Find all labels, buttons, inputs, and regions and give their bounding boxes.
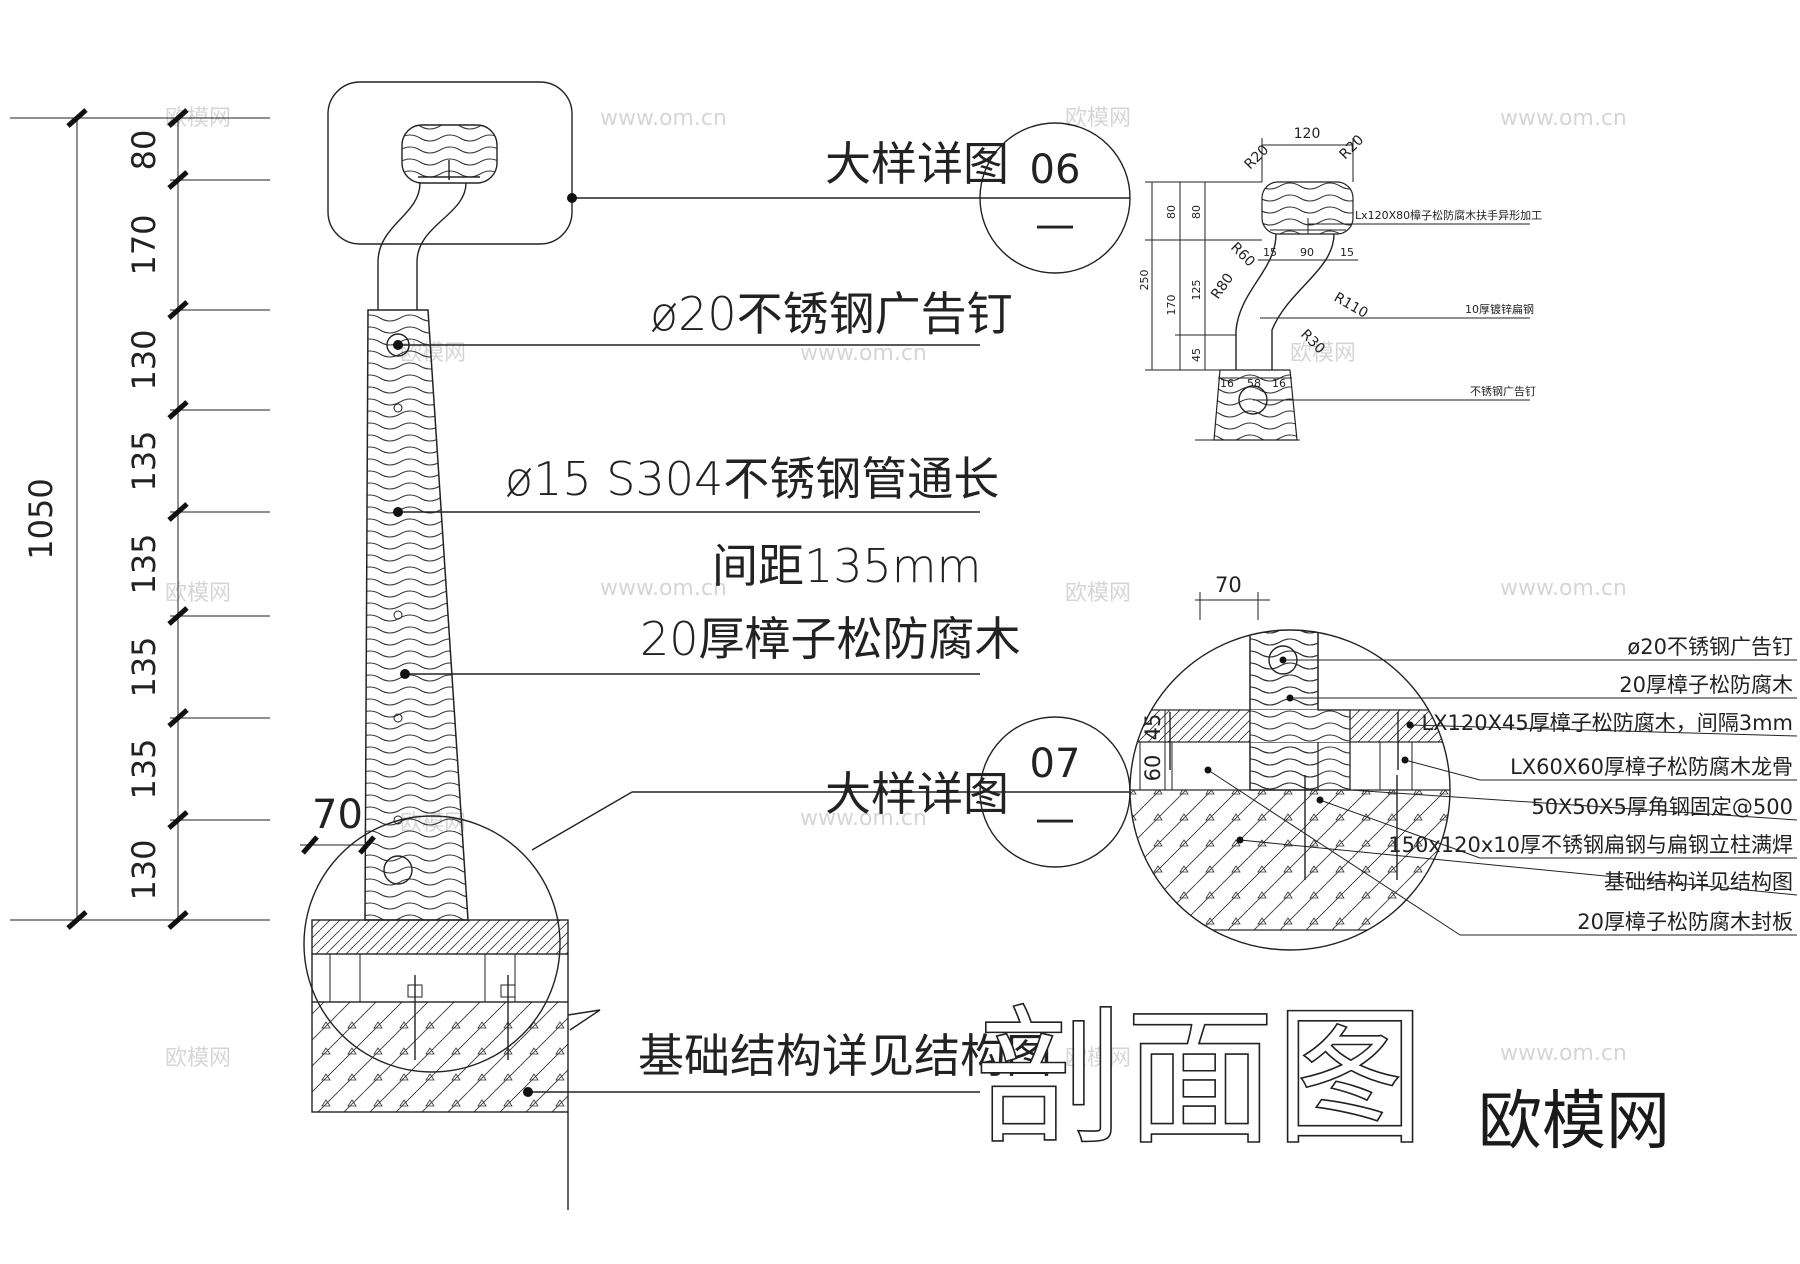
d06-r110: R110 [1331,290,1371,322]
d06-r20-left: R20 [1242,142,1273,173]
d06-w-15a: 15 [1263,246,1277,259]
flat-steel-left-edge [377,182,421,310]
d06-h-45: 45 [1190,348,1203,362]
bubble-06-sub: — [1035,202,1075,248]
dim-130: 130 [125,839,163,900]
handrail-section [401,124,498,184]
detail-06-steel-left [1235,233,1277,370]
pipe-callout: ø15 S304不锈钢管通长 [505,452,999,506]
dim-80: 80 [125,130,163,171]
d07-note-flat-steel: 150x120x10厚不锈钢扁钢与扁钢立柱满焊 [1388,833,1793,857]
d06-steel-note: 10厚镀锌扁钢 [1465,302,1534,316]
d07-note-planks: LX120X45厚樟子松防腐木，间隔3mm [1421,711,1793,735]
detail-06-label: 大样详图 [825,137,1009,191]
watermark-text: 欧模网 [165,1046,231,1071]
vertical-dimension-chain: 80 170 130 135 135 135 135 130 1050 [10,108,270,930]
detail-07-post [1249,630,1351,791]
d07-note-foundation: 基础结构详见结构图 [1604,870,1793,894]
d06-w-16a: 16 [1220,377,1234,390]
watermark-text: 欧模网 [1065,581,1131,606]
d06-width-120: 120 [1294,126,1321,142]
post-nail-holes [383,333,413,885]
watermark-text: 欧模网 [1065,1046,1131,1071]
detail-06-steel-right [1271,233,1335,370]
foundation-callout: 基础结构详见结构图 [638,1029,1052,1083]
d06-r80: R80 [1208,271,1237,303]
watermark-url: www.om.cn [1500,106,1627,131]
d06-w-58: 58 [1247,377,1261,390]
d06-h-250: 250 [1138,270,1151,291]
detail-07-circle [1129,629,1451,951]
watermark-text: 欧模网 [1290,341,1356,366]
detail-bubble-07: 07 — [979,716,1131,868]
d06-w-90: 90 [1300,246,1314,259]
d06-h-170: 170 [1165,295,1178,316]
dim-170: 170 [125,214,163,275]
wood-callout: 20厚樟子松防腐木 [640,612,1021,666]
dimension-extension-lines [170,117,270,921]
d06-r60: R60 [1227,240,1258,271]
d06-nail-note: 不锈钢广告钉 [1470,385,1536,398]
d07-width-70: 70 [1215,573,1242,597]
d07-note-wood: 20厚樟子松防腐木 [1619,673,1793,697]
watermark-url: www.om.cn [1500,576,1627,601]
d06-h-125: 125 [1190,280,1203,301]
detail-06-drawing: 120 R20 R20 R60 R80 R110 R30 250 80 80 1… [1138,126,1542,441]
dim-135: 135 [125,533,163,594]
d06-h-80b: 80 [1190,205,1203,219]
dim-130: 130 [125,329,163,390]
watermark-url: www.om.cn [600,106,727,131]
base-plank [311,919,569,955]
section-title: 剖面图 [975,992,1425,1166]
dim-total-1050: 1050 [22,478,60,559]
post-width-dim: 70 [300,792,376,855]
d06-w-16b: 16 [1272,377,1286,390]
watermark-url: www.om.cn [800,806,927,831]
brand-logo: 欧模网 [1478,1085,1670,1159]
main-leaders [393,193,1130,1097]
post-base [311,919,601,1210]
flat-steel-right-edge [416,182,467,310]
d06-handrail-note: Lx120X80樟子松防腐木扶手异形加工 [1355,208,1542,222]
bubble-07-sub: — [1035,796,1075,842]
spacing-callout: 间距135mm [712,539,981,593]
d07-h-45: 45 [1141,714,1165,741]
dimension-ticks [66,108,189,930]
d07-note-nail: ø20不锈钢广告钉 [1627,635,1793,659]
post-width-label: 70 [312,792,363,838]
d07-note-joist: LX60X60厚樟子松防腐木龙骨 [1510,755,1793,779]
dim-135: 135 [125,738,163,799]
detail-07-drawing: 70 45 60 ø20不锈钢广告钉 20厚樟子松防腐木 LX120X45厚樟子… [1129,573,1798,951]
dim-135: 135 [125,430,163,491]
watermark-url: www.om.cn [600,576,727,601]
timber-post [364,309,469,921]
d07-h-60: 60 [1141,755,1165,782]
watermark-text: 欧模网 [1065,106,1131,131]
d06-w-15b: 15 [1340,246,1354,259]
handrail-detail-box [327,81,573,310]
d07-note-cover: 20厚樟子松防腐木封板 [1577,910,1793,934]
detail-bubble-06: 06 — [979,122,1131,274]
watermark-text: 欧模网 [165,581,231,606]
bubble-06-number: 06 [1030,147,1081,193]
detail-07-reference-circle [303,815,561,1073]
nail-callout: ø20不锈钢广告钉 [650,287,1013,341]
dim-135: 135 [125,636,163,697]
d06-r20-right: R20 [1337,132,1368,163]
detail-07-label: 大样详图 [825,767,1009,821]
bubble-07-number: 07 [1030,741,1081,787]
watermark-url: www.om.cn [1500,1041,1627,1066]
d07-note-angle: 50X50X5厚角钢固定@500 [1531,795,1793,819]
d06-h-80a: 80 [1165,205,1178,219]
